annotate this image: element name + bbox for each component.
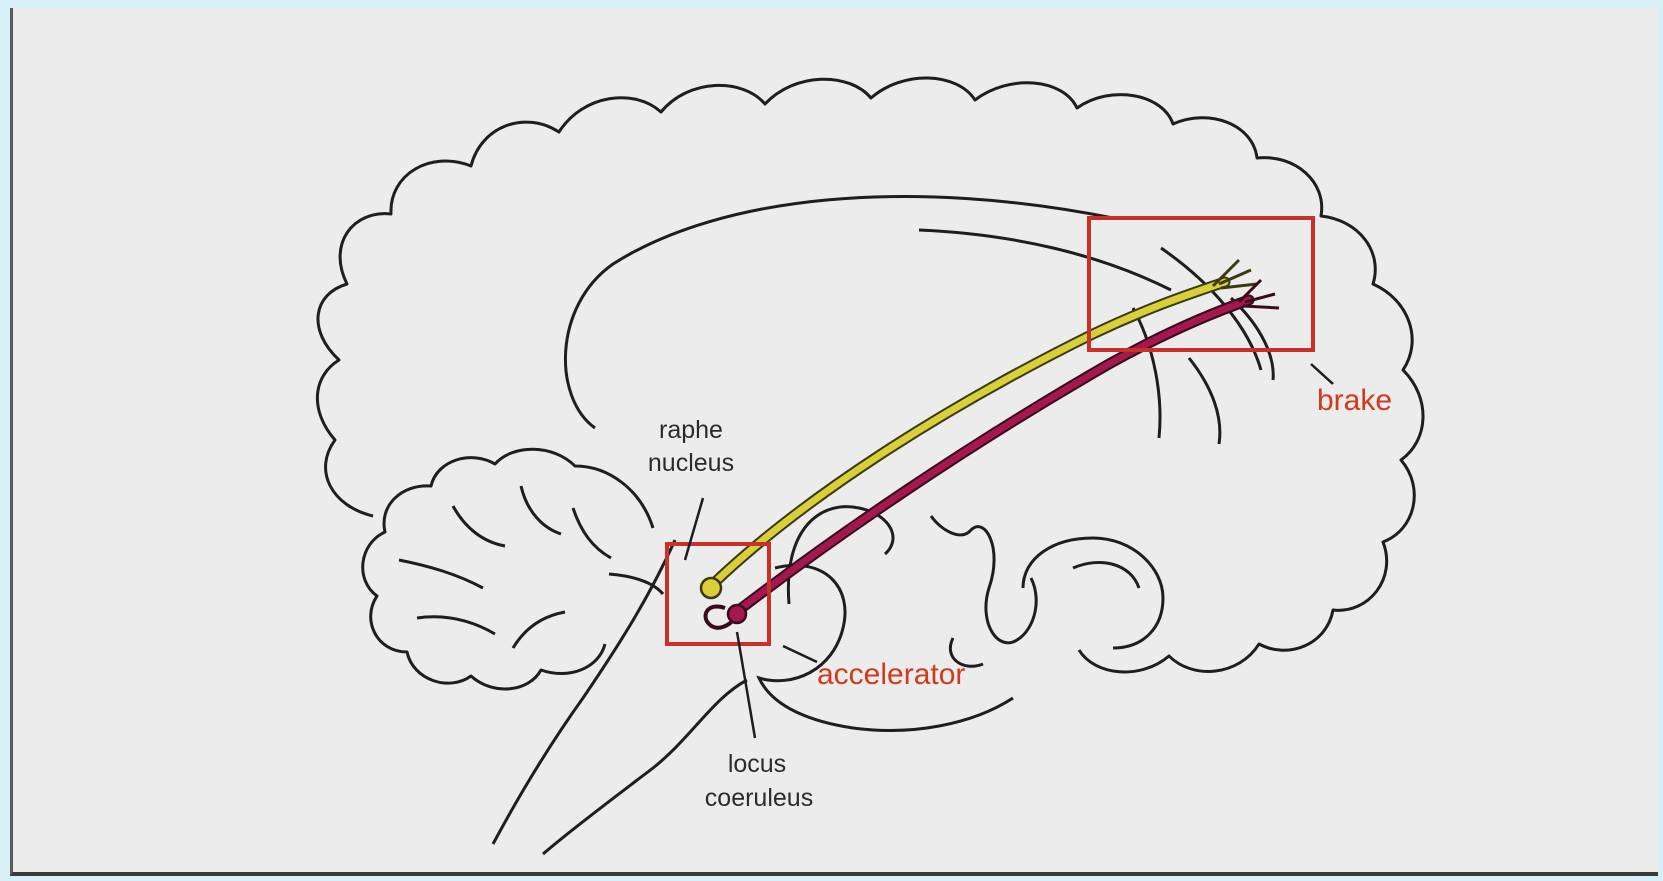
- pons-outline: [759, 565, 1013, 730]
- brake-label: brake: [1317, 384, 1392, 417]
- frontal-sulcus-4: [1231, 298, 1273, 380]
- cerebellum-folia-4: [417, 617, 495, 634]
- serotonin-branch-1: [1213, 260, 1257, 288]
- raphe-label-line1: raphe: [659, 416, 723, 444]
- brainstem-front: [543, 680, 747, 854]
- locus-coeruleus-cell: [728, 605, 746, 623]
- serotonin-pathway: [713, 282, 1225, 584]
- brake-leader-line: [1311, 364, 1333, 384]
- cerebellum-outline: [363, 449, 653, 689]
- temporal-inner: [1073, 562, 1139, 588]
- cerebellum-folia-5: [513, 612, 565, 648]
- raphe-leader-line: [685, 498, 703, 560]
- accelerator-leader-line: [783, 646, 817, 662]
- frontal-sulcus-3: [1133, 308, 1160, 438]
- cerebellum-folia-2: [521, 486, 561, 534]
- temporal-lobe: [1023, 538, 1163, 648]
- hypothalamus-outline: [931, 516, 1036, 643]
- cerebellum-folia-1: [453, 506, 505, 546]
- cingulate-line: [919, 230, 1171, 290]
- cerebellum-folia-6: [573, 508, 611, 558]
- diagram-panel: raphe nucleus locus coeruleus accelerato…: [10, 8, 1658, 876]
- cerebrum-outline: [317, 78, 1423, 672]
- corpus-callosum: [565, 196, 1113, 428]
- brain-diagram: raphe nucleus locus coeruleus accelerato…: [13, 8, 1658, 876]
- locus-label-line1: locus: [728, 750, 786, 778]
- frontal-sulcus-2: [1189, 358, 1220, 444]
- cerebellum-folia-3: [399, 560, 483, 588]
- raphe-nucleus-cell: [701, 578, 721, 598]
- serotonin-pathway-outline: [713, 282, 1225, 584]
- brainstem-back: [493, 540, 675, 844]
- raphe-label-line2: nucleus: [648, 449, 734, 477]
- locus-label-line2: coeruleus: [705, 784, 813, 812]
- brake-box: [1089, 218, 1313, 350]
- accelerator-label: accelerator: [817, 658, 965, 691]
